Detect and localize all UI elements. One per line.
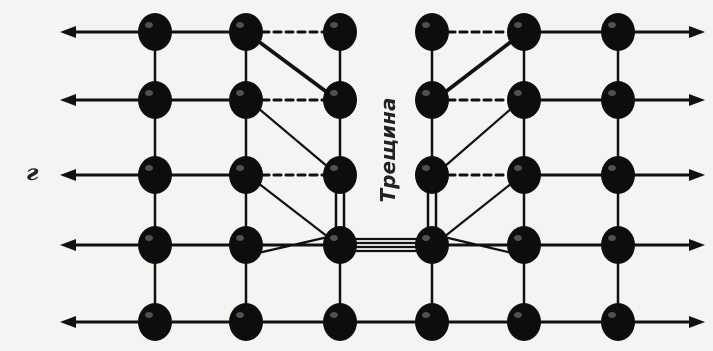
arrow-right-head [689, 94, 705, 106]
bond-diagonal [258, 40, 328, 92]
atom [601, 13, 635, 51]
atom-highlight [422, 312, 430, 318]
atom [415, 13, 449, 51]
bond-diagonal [258, 42, 328, 94]
bond-diagonal [444, 40, 512, 92]
arrow-left-head [60, 94, 76, 106]
atom-highlight [330, 235, 338, 241]
arrow-left-head [60, 239, 76, 251]
atom-highlight [514, 312, 522, 318]
atom [229, 226, 263, 264]
atom [138, 13, 172, 51]
atom-highlight [514, 235, 522, 241]
atom [415, 156, 449, 194]
atom [138, 156, 172, 194]
panel-label: г [26, 160, 38, 186]
atom [415, 81, 449, 119]
atom [601, 156, 635, 194]
atom-highlight [236, 90, 244, 96]
atom-highlight [236, 165, 244, 171]
atom-highlight [236, 235, 244, 241]
atom-highlight [514, 22, 522, 28]
atom [138, 303, 172, 341]
atom [507, 81, 541, 119]
arrow-left-head [60, 26, 76, 38]
atom [507, 13, 541, 51]
atom [138, 81, 172, 119]
bond-diagonal [258, 183, 328, 237]
atom [138, 226, 172, 264]
bond-diagonal [258, 108, 328, 167]
crack-label: Трещина [376, 98, 400, 203]
atom-highlight [330, 90, 338, 96]
atom-highlight [236, 312, 244, 318]
arrow-right-head [689, 316, 705, 328]
atom-highlight [145, 90, 153, 96]
atom-highlight [608, 90, 616, 96]
atom [507, 303, 541, 341]
atom [229, 13, 263, 51]
atom [415, 226, 449, 264]
atom-highlight [236, 22, 244, 28]
atom-highlight [422, 165, 430, 171]
atom-highlight [422, 235, 430, 241]
arrow-right-head [689, 239, 705, 251]
atom-highlight [514, 90, 522, 96]
atom [323, 81, 357, 119]
bond-diagonal [444, 42, 512, 94]
atom-highlight [145, 165, 153, 171]
atom-highlight [422, 22, 430, 28]
atom-highlight [145, 235, 153, 241]
atom-highlight [145, 22, 153, 28]
atom [323, 13, 357, 51]
atom-highlight [330, 312, 338, 318]
bond-diagonal [444, 183, 512, 237]
atom-highlight [330, 22, 338, 28]
atom [323, 156, 357, 194]
atom-highlight [608, 312, 616, 318]
atom-highlight [608, 235, 616, 241]
atom [229, 156, 263, 194]
atom [507, 156, 541, 194]
atom [229, 81, 263, 119]
arrow-left-head [60, 169, 76, 181]
atom [601, 81, 635, 119]
arrow-right-head [689, 169, 705, 181]
atom [323, 226, 357, 264]
atom [601, 303, 635, 341]
atom [601, 226, 635, 264]
atom-highlight [422, 90, 430, 96]
atom [507, 226, 541, 264]
atom-highlight [608, 22, 616, 28]
arrow-right-head [689, 26, 705, 38]
atom [229, 303, 263, 341]
atom [415, 303, 449, 341]
bond-diagonal [444, 108, 512, 167]
atom-highlight [608, 165, 616, 171]
atom-highlight [145, 312, 153, 318]
arrow-left-head [60, 316, 76, 328]
atom [323, 303, 357, 341]
atom-highlight [330, 165, 338, 171]
atom-highlight [514, 165, 522, 171]
